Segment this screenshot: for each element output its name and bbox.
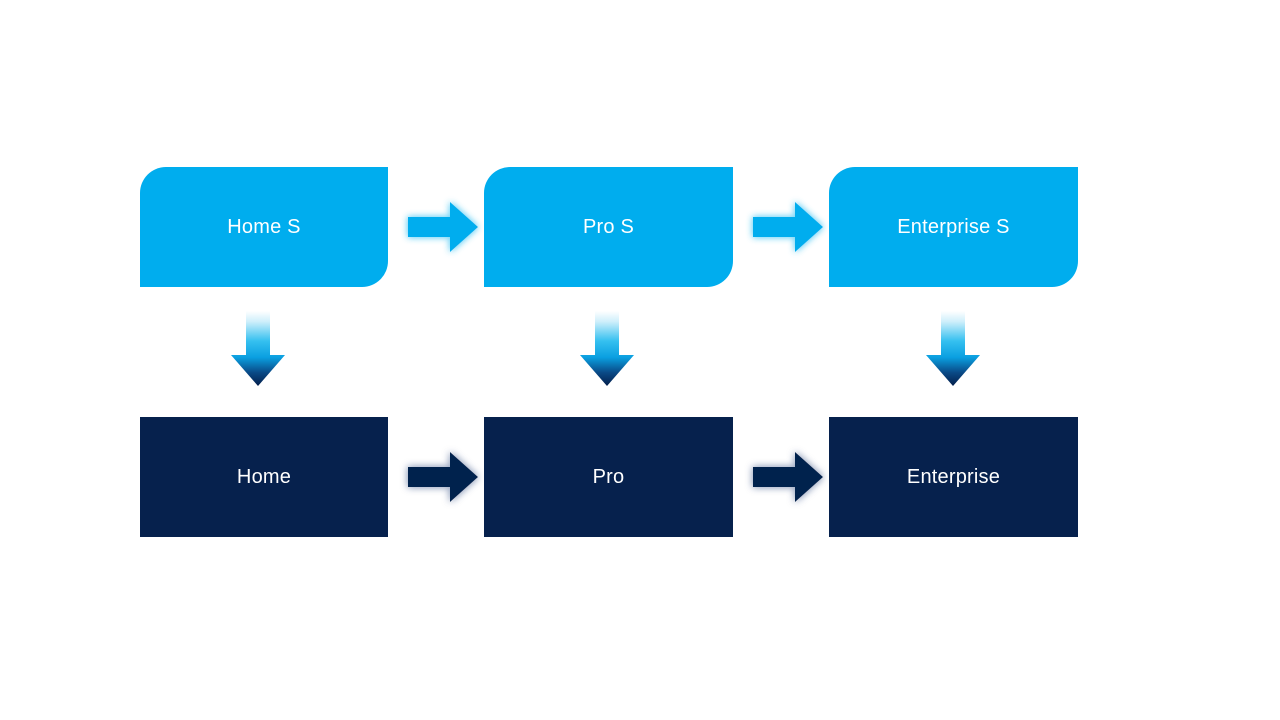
node-label: Home S — [227, 216, 301, 238]
node-label: Pro S — [582, 216, 635, 238]
node-label: Home — [236, 466, 292, 488]
node-label: Enterprise S — [897, 216, 1010, 238]
right-arrow-icon — [753, 202, 823, 252]
node-enterprise-s[interactable]: Enterprise S — [829, 167, 1078, 287]
connector-home-to-pro — [406, 449, 480, 505]
down-arrow-icon — [926, 311, 980, 386]
connector-pro-to-enterprise — [751, 449, 825, 505]
node-home[interactable]: Home — [140, 417, 388, 537]
connector-home-s-to-home — [230, 311, 286, 387]
node-enterprise[interactable]: Enterprise — [829, 417, 1078, 537]
down-arrow-icon — [231, 311, 285, 386]
node-pro-s[interactable]: Pro S — [484, 167, 733, 287]
connector-pro-s-to-pro — [579, 311, 635, 387]
right-arrow-icon — [408, 452, 478, 502]
right-arrow-icon — [753, 452, 823, 502]
connector-pro-s-to-enterprise-s — [751, 199, 825, 255]
connector-enterprise-s-to-enterprise — [925, 311, 981, 387]
connector-home-s-to-pro-s — [406, 199, 480, 255]
node-label: Enterprise — [906, 466, 1001, 488]
node-pro[interactable]: Pro — [484, 417, 733, 537]
down-arrow-icon — [580, 311, 634, 386]
node-home-s[interactable]: Home S — [140, 167, 388, 287]
right-arrow-icon — [408, 202, 478, 252]
node-label: Pro — [592, 466, 625, 488]
